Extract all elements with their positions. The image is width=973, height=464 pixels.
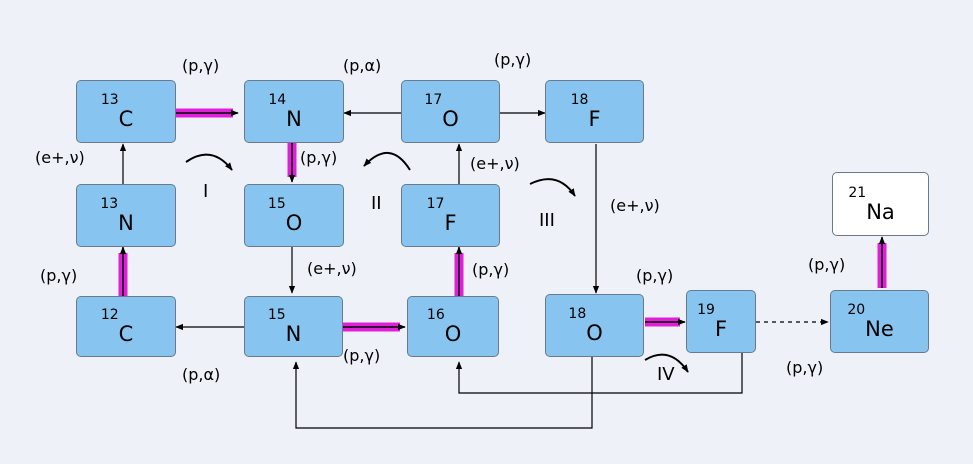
label-f19-ne20: (p,γ) xyxy=(786,358,824,377)
cycle-arc-i xyxy=(185,153,233,171)
label-o17-n14: (p,α) xyxy=(343,56,382,75)
label-f17-o17: (e+,ν) xyxy=(470,154,520,173)
highlighted-arrows xyxy=(118,108,887,332)
label-n15-c12: (p,α) xyxy=(182,365,221,384)
label-ne20-na21: (p,γ) xyxy=(808,255,846,274)
cycle-arc-iv xyxy=(644,353,689,373)
cycle-label-ii: II xyxy=(371,193,382,214)
label-o17-f18: (p,γ) xyxy=(494,50,532,69)
arrow-f19-o16 xyxy=(455,353,743,394)
label-f18-o18: (e+,ν) xyxy=(610,196,660,215)
label-n13-c13: (e+,ν) xyxy=(35,148,85,167)
plain-arrows xyxy=(119,109,829,429)
cycle-label-iii: III xyxy=(539,210,555,231)
cycle-label-iv: IV xyxy=(657,364,675,385)
label-c12-n13: (p,γ) xyxy=(40,266,78,285)
label-o15-n15: (e+,ν) xyxy=(307,259,357,278)
cycle-arc-ii xyxy=(363,151,411,171)
label-c13-n14: (p,γ) xyxy=(182,56,220,75)
cycle-arcs xyxy=(185,151,689,373)
label-n15-o16: (p,γ) xyxy=(343,346,381,365)
cycle-arc-iii xyxy=(529,178,576,197)
label-o18-f19: (p,γ) xyxy=(636,266,674,285)
label-n14-o15: (p,γ) xyxy=(300,148,338,167)
cycle-label-i: I xyxy=(203,181,209,202)
label-o16-f17: (p,γ) xyxy=(472,260,510,279)
